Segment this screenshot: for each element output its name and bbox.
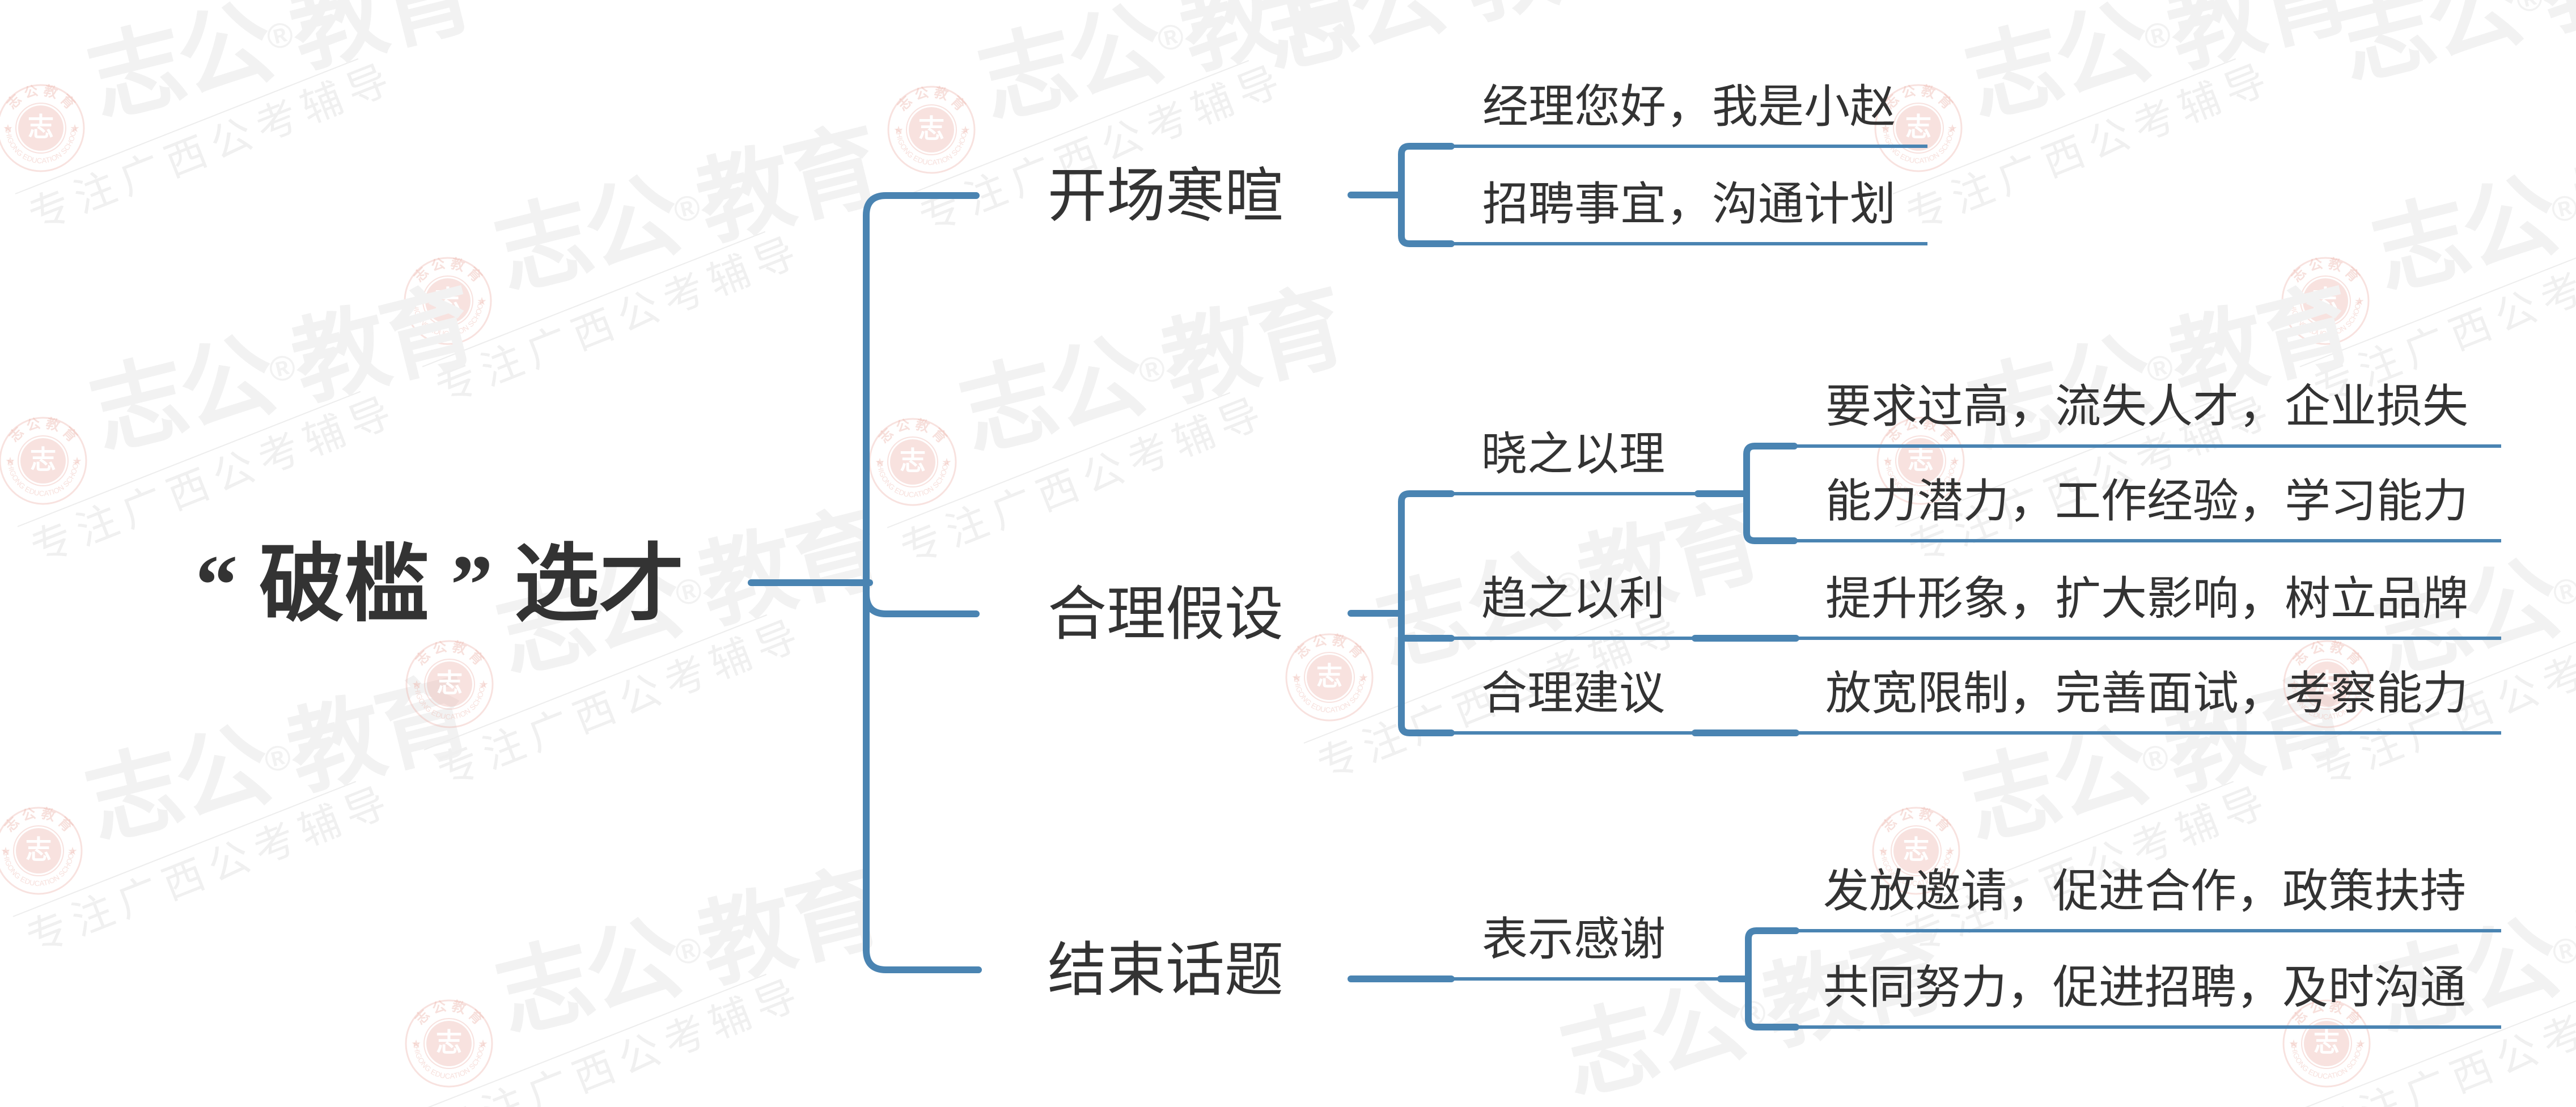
bracket-opening [1398,143,1455,247]
leaf-suggestion-1[interactable]: 放宽限制，完善面试，考察能力 [1825,668,2469,719]
leaf-reasoning-2[interactable]: 能力潜力，工作经验，学习能力 [1825,476,2469,527]
sub-benefit[interactable]: 趋之以利 [1481,574,1666,625]
bracket-thanks [1745,927,1799,1030]
leaf-benefit-1[interactable]: 提升形象，扩大影响，树立品牌 [1825,574,2469,625]
leaf-thanks-2[interactable]: 共同努力，促进招聘，及时沟通 [1823,962,2467,1013]
sub-thanks[interactable]: 表示感谢 [1482,914,1666,965]
branch-opening[interactable]: 开场寒暄 [1048,164,1284,229]
connector-trunk [863,192,982,973]
leaf-thanks-1[interactable]: 发放邀请，促进合作，政策扶持 [1823,866,2467,917]
bracket-reasoning [1743,443,1798,544]
root-topic[interactable]: “破槛”选才 [195,538,685,632]
sub-reasoning[interactable]: 晓之以理 [1481,429,1666,480]
leaf-greeting-1[interactable]: 经理您好，我是小赵 [1482,82,1896,133]
sub-suggestion[interactable]: 合理建议 [1481,668,1666,719]
connector-branch-assumption [863,591,980,617]
leaf-reasoning-1[interactable]: 要求过高，流失人才，企业损失 [1825,381,2469,432]
branch-assumption[interactable]: 合理假设 [1048,582,1284,647]
bracket-assumption [1398,490,1455,736]
leaf-greeting-2[interactable]: 招聘事宜，沟通计划 [1482,179,1896,230]
branch-closing[interactable]: 结束话题 [1048,938,1284,1003]
